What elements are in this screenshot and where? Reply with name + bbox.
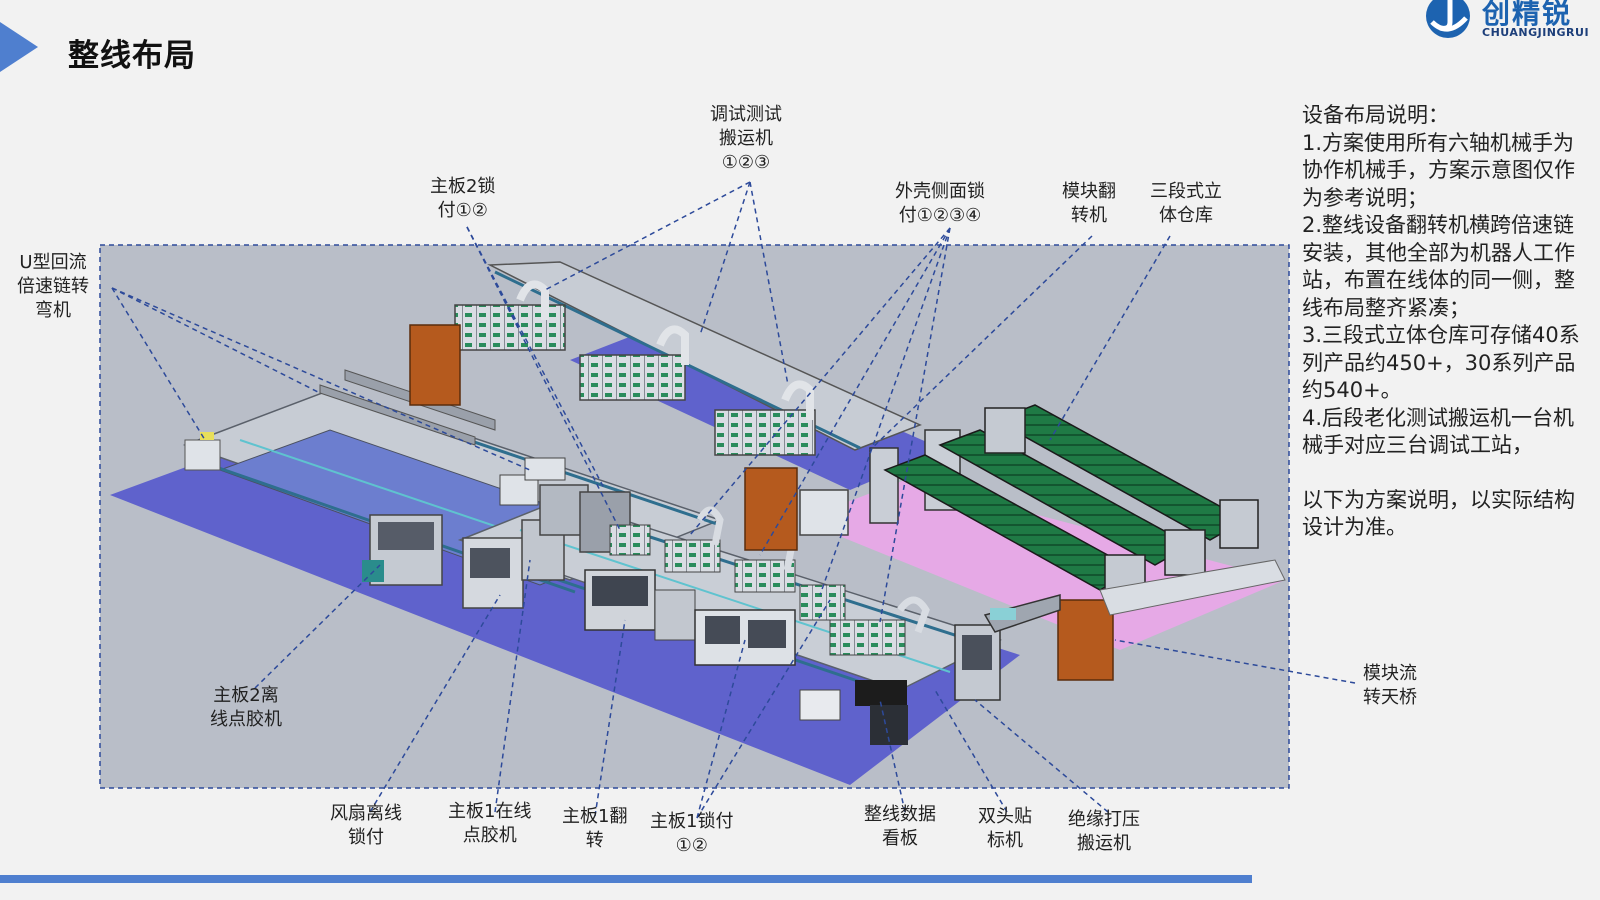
label-board2-lock: 主板2锁付①② [430, 176, 496, 221]
label-board1-online-glue: 主板1在线点胶机 [448, 801, 532, 846]
insulation-press-station [954, 624, 1001, 701]
label-line-dashboard: 整线数据看板 [864, 804, 936, 849]
label-u-return-conveyor: U型回流倍速链转弯机 [17, 252, 89, 321]
label-warehouse: 三段式立体仓库 [1150, 181, 1222, 226]
leader-lines [111, 181, 1356, 819]
title-arrow-icon [0, 22, 38, 72]
label-fan-offline-lock: 风扇离线锁付 [330, 803, 402, 848]
logo-mark-icon [1426, 0, 1470, 38]
note-footer: 以下为方案说明，以实际结构设计为准。 [1302, 487, 1575, 540]
company-logo: 创精锐 CHUANGJINGRUI [1422, 0, 1600, 44]
floor-zone-pink [800, 480, 1285, 650]
label-insulation-press: 绝缘打压搬运机 [1068, 809, 1140, 854]
label-shell-side-lock: 外壳侧面锁付①②③④ [895, 181, 985, 226]
module-transfer-bridge [983, 594, 1061, 633]
floor-zone-left [110, 425, 1020, 785]
electrical-cabinet-3 [1057, 599, 1114, 681]
notes-gap [1302, 460, 1592, 487]
electrical-cabinet-2 [744, 467, 798, 551]
board1-glue-and-flip-stations [584, 569, 908, 745]
layout-notes: 设备布局说明： 1.方案使用所有六轴机械手为协作机械手，方案示意图仅作为参考说明… [1302, 102, 1592, 542]
fan-offline-lock-station [362, 514, 443, 586]
label-double-label: 双头贴标机 [978, 806, 1032, 851]
note-item-2: 2.整线设备翻转机横跨倍速链安装，其他全部为机器人工作站，布置在线体的同一侧，整… [1302, 213, 1575, 320]
board2-offline-glue-station [462, 457, 631, 609]
logo-brand-cn: 创精锐 [1482, 0, 1573, 30]
label-board1-flip: 主板1翻转 [562, 806, 628, 851]
note-item-1: 1.方案使用所有六轴机械手为协作机械手，方案示意图仅作为参考说明； [1302, 130, 1575, 210]
label-board2-offline-glue: 主板2离线点胶机 [210, 685, 282, 730]
debug-test-stations [454, 261, 922, 456]
bottom-accent-bar [0, 875, 1252, 883]
three-stage-warehouse [883, 404, 1286, 616]
note-item-3: 3.三段式立体仓库可存储40系列产品约450+，30系列产品约540+。 [1302, 323, 1580, 402]
label-module-flip: 模块翻转机 [1062, 181, 1116, 226]
logo-brand-en: CHUANGJINGRUI [1482, 26, 1590, 39]
note-item-4: 4.后段老化测试搬运机一台机械手对应三台调试工站， [1302, 405, 1575, 458]
page-title: 整线布局 [68, 38, 196, 74]
electrical-cabinet-1 [409, 324, 461, 406]
label-module-bridge: 模块流转天桥 [1363, 663, 1417, 708]
notes-heading: 设备布局说明： [1302, 103, 1449, 127]
